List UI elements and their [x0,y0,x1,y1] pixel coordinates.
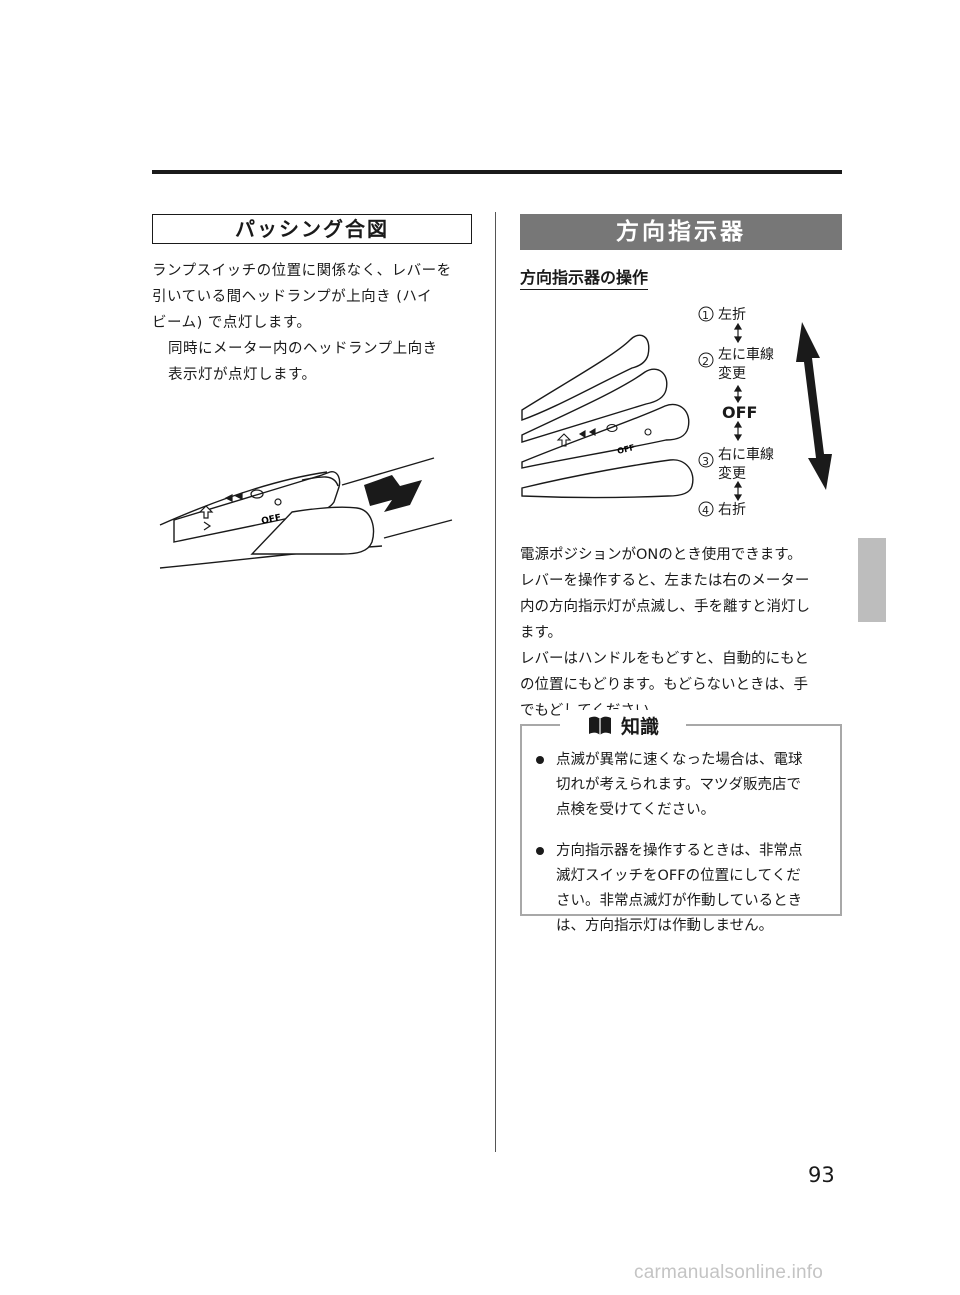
item-line: 点滅が異常に速くなった場合は、電球 [556,752,803,768]
bullet-icon [536,756,544,764]
body-line: ビーム) で点灯します。 [152,315,312,331]
turn-signal-icon [588,428,596,436]
callout-label-left-lane: 左に車線 [718,346,774,363]
knowledge-item: 方向指示器を操作するときは、非常点 滅灯スイッチをOFFの位置にしてくだ さい。… [534,839,834,939]
body-line: ランプスイッチの位置に関係なく、レバーを [152,263,452,279]
item-line: 滅灯スイッチをOFFの位置にしてくだ [556,868,801,884]
callout-number-1: 1 [702,309,709,322]
callout-number-3: 3 [702,455,709,468]
callout-label-right-lane-2: 変更 [718,465,746,482]
passing-lever-illustration: OFF [159,457,453,569]
off-label: OFF [722,403,757,422]
lever-tip [250,506,375,555]
callout-label-right-turn: 右折 [718,502,746,518]
body-line: 電源ポジションがONのとき使用できます。 [520,547,802,563]
large-double-arrow-icon [796,322,832,490]
turn-signal-banner: 方向指示器 [520,214,842,250]
knowledge-list: 点滅が異常に速くなった場合は、電球 切れが考えられます。マツダ販売店で 点検を受… [534,748,834,955]
column-divider [495,212,496,1152]
light-icon [644,428,652,436]
left-column: パッシング合図 ランプスイッチの位置に関係なく、レバーを 引いている間ヘッドラン… [152,214,472,388]
passing-signal-title: パッシング合図 [152,214,472,244]
light-icon [274,498,282,506]
callout-label-left-turn: 左折 [718,307,746,323]
note-line: 表示灯が点灯します。 [168,367,317,383]
callout-circle-1 [698,306,714,322]
page-number: 93 [808,1163,835,1187]
callout-number-4: 4 [702,504,709,517]
turn-signal-icon [234,492,243,500]
item-line: は、方向指示灯は作動しません。 [556,918,774,934]
headlamp-icon [250,489,264,499]
callout-number-2: 2 [702,355,709,368]
book-icon [588,716,611,735]
turn-arrow-icon [556,433,572,447]
turn-signal-lever-illustration: OFF 1 左折 2 左に車線 変更 OFF 3 右に車線 変更 4 右折 [521,306,832,518]
body-line: レバーはハンドルをもどすと、自動的にもと [520,651,809,667]
body-line: レバーを操作すると、左または右のメーター [520,573,810,589]
column-line [341,457,435,486]
turn-arrow-icon [198,505,214,519]
lever-position-3 [521,459,694,499]
bullet-icon [536,847,544,855]
turn-signal-icon [578,430,586,438]
off-mark: OFF [261,513,283,527]
right-column: 方向指示器 方向指示器の操作 [520,214,842,290]
item-line: 方向指示器を操作するときは、非常点 [556,843,803,859]
lever-position-1 [521,334,650,421]
watermark: carmanualsonline.info [634,1262,824,1283]
position-arrows [733,322,743,502]
column-line [383,519,453,539]
headlamp-icon [606,423,618,433]
passing-signal-body: ランプスイッチの位置に関係なく、レバーを 引いている間ヘッドランプが上向き (ハ… [152,258,472,388]
turn-signal-operation-heading: 方向指示器の操作 [520,264,649,290]
callout-circle-3 [698,452,714,468]
knowledge-item: 点滅が異常に速くなった場合は、電球 切れが考えられます。マツダ販売店で 点検を受… [534,748,834,823]
section-side-tab [858,538,886,622]
item-line: さい。非常点滅灯が作動しているとき [556,893,803,909]
callout-label-left-lane-2: 変更 [718,365,746,382]
pull-arrow-icon [364,475,422,512]
lever-position-off [521,403,690,469]
body-line: ます。 [520,625,563,641]
top-rule [152,170,842,174]
callout-circle-4 [698,501,714,517]
lever-off-mark: OFF [616,443,635,456]
body-line: 内の方向指示灯が点滅し、手を離すと消灯し [520,599,810,615]
knowledge-title: 知識 [560,710,686,740]
body-line: の位置にもどります。もどらないときは、手 [520,677,808,693]
callout-circle-2 [698,352,714,368]
lever-position-2 [521,368,668,443]
chevron-icon [203,521,212,531]
note-line: 同時にメーター内のヘッドランプ上向き [168,341,438,357]
knowledge-title-text: 知識 [620,715,659,738]
knowledge-box: 知識 点滅が異常に速くなった場合は、電球 切れが考えられます。マツダ販売店で 点… [520,710,842,934]
item-line: 切れが考えられます。マツダ販売店で [556,777,802,793]
turn-signal-body: 電源ポジションがONのとき使用できます。 レバーを操作すると、左または右のメータ… [520,542,842,724]
body-line: 引いている間ヘッドランプが上向き (ハイ [152,289,433,305]
item-line: 点検を受けてください。 [556,802,716,818]
turn-signal-icon [224,494,233,502]
callout-label-right-lane: 右に車線 [718,446,774,463]
